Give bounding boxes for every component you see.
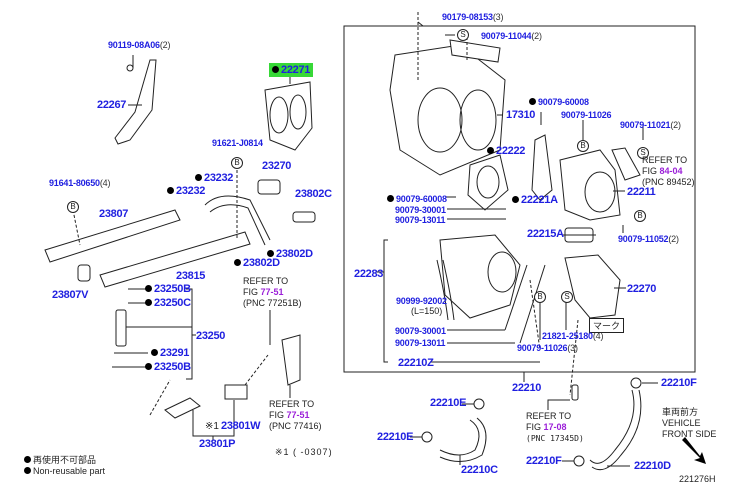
part-label-90079-13011[interactable]: 90079-13011 (395, 338, 446, 348)
footnote-range: ※1 ( -0307) (275, 447, 333, 457)
marker-b: B (67, 201, 79, 213)
part-label-23802D[interactable]: 23802D (234, 257, 280, 269)
bracket-22267 (114, 59, 157, 145)
part-label-23802C[interactable]: 23802C (295, 188, 332, 200)
part-label-90079-60008[interactable]: 90079-60008 (529, 97, 589, 107)
part-label-23802D[interactable]: 23802D (267, 248, 313, 260)
part-label-23291[interactable]: 23291 (151, 347, 189, 359)
gasket-22271 (264, 81, 313, 151)
part-label-90079-11026[interactable]: 90079-11026 (561, 110, 612, 120)
part-label-22210[interactable]: 22210 (512, 382, 542, 394)
marker-b: B (231, 157, 243, 169)
part-label-90079-11026[interactable]: 90079-11026(3) (517, 343, 578, 353)
idle-valve-22270 (564, 254, 621, 319)
part-label-90079-11052[interactable]: 90079-11052(2) (618, 234, 679, 244)
part-label-22270[interactable]: 22270 (627, 283, 657, 295)
fig-link-77-51[interactable]: 77-51 (260, 287, 284, 297)
part-label-23250B[interactable]: 23250B (145, 361, 191, 373)
part-label-22210C[interactable]: 22210C (461, 464, 498, 476)
fig-link-77-51[interactable]: 77-51 (286, 410, 310, 420)
part-label-22210E[interactable]: 22210E (377, 431, 414, 443)
diagram-id: 221276H (679, 474, 716, 484)
refer-note-17345D: REFER TO FIG 17-08 (PNC 17345D) (526, 411, 584, 443)
marker-b: B (634, 210, 646, 222)
part-label-90079-30001[interactable]: 90079-30001 (395, 205, 446, 215)
part-label-90079-60008[interactable]: 90079-60008 (387, 194, 447, 204)
vehicle-front-arrow-icon (682, 437, 706, 464)
part-label-23250[interactable]: 23250 (196, 330, 226, 342)
part-label-90079-13011[interactable]: 90079-13011 (395, 215, 446, 225)
part-label-90999-92002[interactable]: 90999-92002 (396, 296, 447, 306)
part-label-91621-J0814[interactable]: 91621-J0814 (212, 138, 263, 148)
part-label-22210E[interactable]: 22210E (430, 397, 467, 409)
refer-note-77416: REFER TO FIG 77-51 (PNC 77416) (269, 399, 322, 431)
part-label-23801P[interactable]: 23801P (199, 438, 236, 450)
part-label-22210F[interactable]: 22210F (526, 455, 562, 467)
fig-link-84-04[interactable]: 84-04 (659, 166, 683, 176)
part-label-23801W[interactable]: 23801W (221, 420, 261, 432)
part-label-22221A[interactable]: 22221A (512, 194, 558, 206)
part-label-17310[interactable]: 17310 (506, 109, 536, 121)
part-label-22215A[interactable]: 22215A (527, 228, 564, 240)
part-label-22210F[interactable]: 22210F (661, 377, 697, 389)
vehicle-front-note: 車両前方 VEHICLE FRONT SIDE (662, 407, 717, 439)
part-label-90119-08A06[interactable]: 90119-08A06(2) (108, 40, 171, 50)
part-label-22271[interactable]: 22271 (269, 63, 314, 77)
refer-note-89452: REFER TO FIG 84-04 (PNC 89452) (642, 155, 695, 187)
fig-link-17-08[interactable]: 17-08 (543, 422, 567, 432)
part-label-22211[interactable]: 22211 (627, 186, 656, 198)
part-label-22283[interactable]: 22283 (354, 268, 384, 280)
throttle-body-22211 (559, 149, 621, 221)
part-label-23232[interactable]: 23232 (195, 172, 233, 184)
part-label-22222[interactable]: 22222 (487, 145, 525, 157)
legend-jp: 再使用不可部品 (24, 455, 96, 466)
part-label-23270[interactable]: 23270 (262, 160, 292, 172)
note-star: ※1 (205, 421, 219, 432)
fuel-rail-23807 (44, 209, 181, 263)
mark-label: マーク (589, 318, 625, 333)
part-label-23250C[interactable]: 23250C (145, 297, 191, 309)
part-label-23250B[interactable]: 23250B (145, 283, 191, 295)
part-label-23815[interactable]: 23815 (176, 270, 206, 282)
marker-s: S (637, 147, 649, 159)
part-label-22210D[interactable]: 22210D (634, 460, 671, 472)
throttle-body-22283 (439, 234, 521, 319)
part-label-21821-25180[interactable]: 21821-25180(4) (542, 331, 604, 341)
part-label-90079-11021[interactable]: 90079-11021(2) (620, 120, 681, 130)
length-note: (L=150) (411, 306, 443, 316)
part-label-23232[interactable]: 23232 (167, 185, 205, 197)
assembly-box (343, 25, 696, 373)
refer-note-77251B: REFER TO FIG 77-51 (PNC 77251B) (243, 276, 302, 308)
part-label-23807[interactable]: 23807 (99, 208, 129, 220)
marker-b: B (534, 291, 546, 303)
part-label-90079-30001[interactable]: 90079-30001 (395, 326, 446, 336)
injector-23250 (115, 309, 127, 347)
marker-s: S (457, 29, 469, 41)
fuel-rail-23815 (99, 231, 251, 288)
part-label-91641-80650[interactable]: 91641-80650(4) (49, 178, 111, 188)
marker-b: B (577, 140, 589, 152)
legend-en: Non-reusable part (24, 466, 105, 477)
part-label-22267[interactable]: 22267 (97, 99, 127, 111)
part-label-22210Z[interactable]: 22210Z (398, 357, 434, 369)
part-label-90179-08153[interactable]: 90179-08153(3) (442, 12, 504, 22)
marker-s: S (561, 291, 573, 303)
part-label-23807V[interactable]: 23807V (52, 289, 89, 301)
part-label-90079-11044[interactable]: 90079-11044(2) (481, 31, 542, 41)
